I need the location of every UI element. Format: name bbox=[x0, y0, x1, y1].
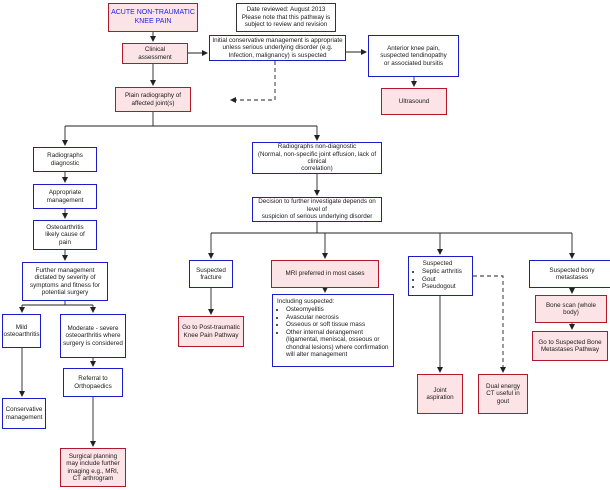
metastases-pathway-node: Go to Suspected Bone Metastases Pathway bbox=[532, 331, 608, 361]
referral-orthopaedics-node: Referral to Orthopaedics bbox=[63, 368, 123, 397]
clinical-assessment-node: Clinical assessment bbox=[122, 43, 188, 64]
further-management-node: Further management dictated by severity … bbox=[22, 262, 108, 301]
joint-aspiration-node: Joint aspiration bbox=[417, 374, 463, 414]
dashed-connector bbox=[473, 275, 506, 373]
surgical-planning-node: Surgical planning may include further im… bbox=[60, 448, 126, 487]
appropriate-management-node: Appropriate management bbox=[33, 184, 97, 209]
suspected-fracture-node: Suspected fracture bbox=[189, 260, 233, 288]
initial-management-node: Initial conservative management is appro… bbox=[209, 35, 346, 61]
plain-radiography-node: Plain radiography of affected joint(s) bbox=[115, 87, 191, 112]
suspected-joint-conditions-node: Suspected Septic arthritis Gout Pseudogo… bbox=[408, 256, 473, 296]
post-traumatic-pathway-node: Go to Post-traumatic Knee Pain Pathway bbox=[178, 316, 244, 347]
list-item: Avascular necrosis bbox=[286, 314, 389, 321]
list-item: Osteomyelitis bbox=[286, 306, 389, 313]
review-note: Date reviewed: August 2013 Please note t… bbox=[236, 3, 336, 32]
including-heading: Including suspected: bbox=[277, 298, 335, 305]
moderate-osteoarthritis-node: Moderate - severe osteoarthritis where s… bbox=[60, 314, 126, 358]
radiographs-nondiagnostic-node: Radiographs non-diagnostic (Normal, non-… bbox=[252, 142, 382, 174]
anterior-knee-pain-node: Anterior knee pain, suspected tendinopat… bbox=[368, 35, 459, 77]
list-item: Gout bbox=[422, 276, 462, 283]
osteoarthritis-node: Osteoarthritis likely cause of pain bbox=[33, 220, 97, 250]
dual-energy-ct-node: Dual energy CT useful in gout bbox=[478, 374, 528, 414]
mild-osteoarthritis-node: Mild osteoarthritis bbox=[2, 314, 41, 348]
including-suspected-node: Including suspected: Osteomyelitis Avasc… bbox=[272, 294, 394, 367]
conservative-management-node: Conservative management bbox=[2, 398, 46, 429]
list-item: Pseudogout bbox=[422, 283, 462, 290]
decision-node: Decision to further investigate depends … bbox=[252, 197, 382, 222]
list-item: Septic arthritis bbox=[422, 268, 462, 275]
list-item: Osseous or soft tissue mass bbox=[286, 321, 389, 328]
suspected-metastases-node: Suspected bony metastases bbox=[529, 260, 610, 288]
radiographs-diagnostic-node: Radiographs diagnostic bbox=[33, 147, 97, 172]
mri-node: MRI preferred in most cases bbox=[271, 260, 379, 288]
ultrasound-node: Ultrasound bbox=[381, 88, 447, 115]
suspected-heading: Suspected bbox=[422, 260, 453, 267]
list-item: Other internal derangement (ligamental, … bbox=[286, 329, 389, 359]
dashed-connector bbox=[230, 61, 276, 103]
title-node: ACUTE NON-TRAUMATIC KNEE PAIN bbox=[108, 3, 198, 32]
bone-scan-node: Bone scan (whole body) bbox=[535, 295, 607, 323]
